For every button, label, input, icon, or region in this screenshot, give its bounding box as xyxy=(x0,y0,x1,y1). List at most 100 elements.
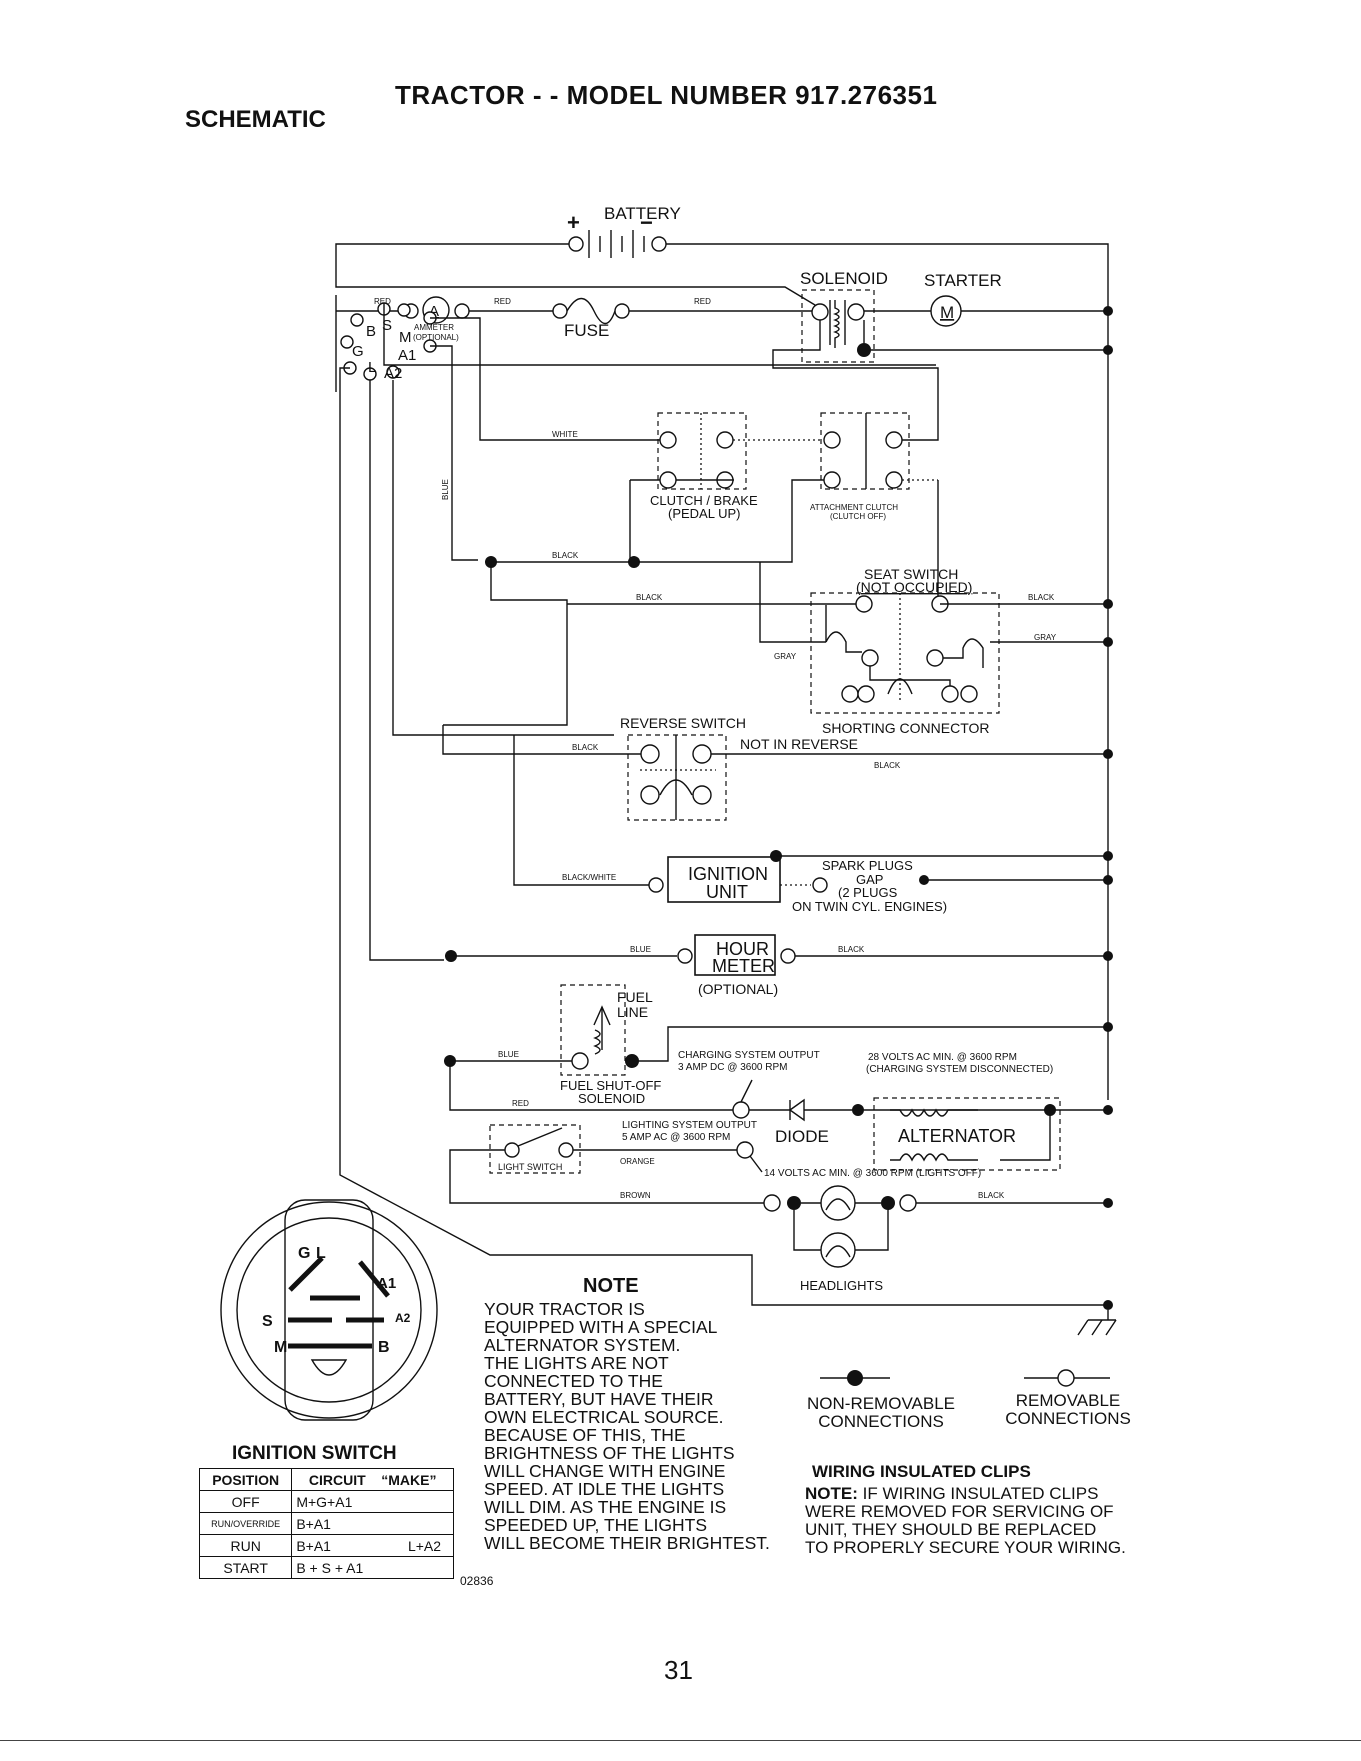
clutch-brake-label: CLUTCH / BRAKE xyxy=(650,493,758,508)
legend-line: CONNECTIONS xyxy=(818,1412,944,1431)
hour-meter-label-1: HOUR xyxy=(716,939,769,959)
volts14-label: 14 VOLTS AC MIN. @ 3600 RPM (LIGHTS OFF) xyxy=(764,1168,981,1179)
wire-gray-2: GRAY xyxy=(774,652,797,661)
row-position: RUN/OVERRIDE xyxy=(198,1512,293,1535)
row-circuit: M+G+A1 xyxy=(291,1490,397,1513)
note-line: YOUR TRACTOR IS xyxy=(484,1299,645,1319)
clips-note-label: NOTE: xyxy=(805,1484,858,1503)
face-a1: A1 xyxy=(377,1275,396,1292)
clutch-off-label: (CLUTCH OFF) xyxy=(830,512,886,521)
note-line: SPEED. AT IDLE THE LIGHTS xyxy=(484,1479,725,1499)
wire-black-2: BLACK xyxy=(636,593,663,602)
wire-brown: BROWN xyxy=(620,1191,651,1200)
legend-line: CONNECTIONS xyxy=(1005,1409,1131,1428)
twin-cyl-label: ON TWIN CYL. ENGINES) xyxy=(792,899,947,914)
note-line: BECAUSE OF THIS, THE xyxy=(484,1425,686,1445)
pedal-up-label: (PEDAL UP) xyxy=(668,506,740,521)
spark-plugs-label: SPARK PLUGS xyxy=(822,858,913,873)
note-line: WILL BECOME THEIR BRIGHTEST. xyxy=(484,1533,770,1553)
wire-blue-1: BLUE xyxy=(441,479,450,500)
wire-red-2: RED xyxy=(494,297,511,306)
row-make xyxy=(396,1512,455,1535)
term-m: M xyxy=(399,329,412,346)
row-circuit: B + S + A1 xyxy=(291,1556,397,1579)
wire-black-3: BLACK xyxy=(1028,593,1055,602)
note-line: CONNECTED TO THE xyxy=(484,1371,663,1391)
ammeter-label: AMMETER xyxy=(414,323,454,332)
headlights-label: HEADLIGHTS xyxy=(800,1278,883,1293)
note-body: YOUR TRACTOR IS EQUIPPED WITH A SPECIAL … xyxy=(484,1300,814,1552)
page-subtitle: SCHEMATIC xyxy=(185,106,326,133)
header-circuit-make: CIRCUIT “MAKE” xyxy=(291,1468,454,1491)
battery-label: BATTERY xyxy=(604,204,681,223)
note-line: WILL CHANGE WITH ENGINE xyxy=(484,1461,726,1481)
ignition-switch-title: IGNITION SWITCH xyxy=(232,1443,397,1464)
legend-line: REMOVABLE xyxy=(1015,1391,1121,1410)
face-l: L xyxy=(316,1245,326,1262)
clips-line: UNIT, THEY SHOULD BE REPLACED xyxy=(805,1520,1097,1539)
starter-m: M xyxy=(940,303,954,322)
diode-label: DIODE xyxy=(775,1127,829,1146)
fuel-solenoid-label-2: SOLENOID xyxy=(578,1091,645,1106)
clips-line: WERE REMOVED FOR SERVICING OF xyxy=(805,1502,1114,1521)
term-s: S xyxy=(382,317,392,334)
wire-gray-1: GRAY xyxy=(1034,633,1057,642)
headlight-1-icon xyxy=(820,1185,856,1221)
non-removable-connection-icon xyxy=(820,1370,890,1386)
headlight-2-icon xyxy=(820,1232,856,1268)
face-a2: A2 xyxy=(395,1311,411,1325)
wire-black-7: BLACK xyxy=(978,1191,1005,1200)
table-row: OFF M+G+A1 xyxy=(198,1490,455,1513)
table-row: START B + S + A1 xyxy=(198,1556,455,1579)
note-line: OWN ELECTRICAL SOURCE. xyxy=(484,1407,724,1427)
volts28-2: (CHARGING SYSTEM DISCONNECTED) xyxy=(866,1064,1053,1075)
clips-line: TO PROPERLY SECURE YOUR WIRING. xyxy=(805,1538,1126,1557)
charging-output-2: 3 AMP DC @ 3600 RPM xyxy=(678,1062,787,1073)
starter-label: STARTER xyxy=(924,271,1002,290)
light-switch-label: LIGHT SWITCH xyxy=(498,1162,562,1172)
lighting-output-2: 5 AMP AC @ 3600 RPM xyxy=(622,1132,730,1143)
removable-legend: REMOVABLE CONNECTIONS xyxy=(993,1392,1143,1428)
header-make: “MAKE” xyxy=(381,1471,437,1488)
fuel-solenoid-label-1: FUEL SHUT-OFF xyxy=(560,1078,661,1093)
not-occupied-label: (NOT OCCUPIED) xyxy=(856,579,972,595)
wire-red-1: RED xyxy=(374,297,391,306)
note-line: THE LIGHTS ARE NOT xyxy=(484,1353,669,1373)
note-title: NOTE xyxy=(583,1275,639,1297)
two-plugs-label: (2 PLUGS xyxy=(838,885,898,900)
fuel-line-label-2: LINE xyxy=(617,1004,648,1020)
header-position: POSITION xyxy=(198,1468,293,1491)
removable-connection-icon xyxy=(1024,1369,1110,1387)
solenoid-label: SOLENOID xyxy=(800,269,888,288)
ignition-switch-terminals: B S M G A1 L A2 xyxy=(340,302,437,382)
face-m: M xyxy=(274,1339,287,1356)
wire-orange: ORANGE xyxy=(620,1157,655,1166)
wire-black-4: BLACK xyxy=(572,743,599,752)
row-position: RUN xyxy=(198,1534,293,1557)
wire-black-6: BLACK xyxy=(838,945,865,954)
ignition-unit-label-2: UNIT xyxy=(706,882,748,902)
not-in-reverse-label: NOT IN REVERSE xyxy=(740,736,858,752)
note-line: BRIGHTNESS OF THE LIGHTS xyxy=(484,1443,735,1463)
row-make xyxy=(396,1490,455,1513)
ignition-switch-face-icon: G L A1 A2 S M B xyxy=(220,1199,438,1421)
wire-black-1: BLACK xyxy=(552,551,579,560)
fuel-line-label-1: FUEL xyxy=(617,989,653,1005)
clips-body: NOTE: IF WIRING INSULATED CLIPS WERE REM… xyxy=(805,1485,1185,1557)
fuse-label: FUSE xyxy=(564,321,609,340)
battery-minus: − xyxy=(640,210,653,235)
term-g: G xyxy=(352,343,364,360)
page-title: TRACTOR - - MODEL NUMBER 917.276351 xyxy=(395,80,938,110)
alternator-label: ALTERNATOR xyxy=(898,1126,1016,1146)
seat-switch-label: SEAT SWITCH xyxy=(864,566,958,582)
note-line: WILL DIM. AS THE ENGINE IS xyxy=(484,1497,727,1517)
ignition-unit-label-1: IGNITION xyxy=(688,864,768,884)
lighting-output-1: LIGHTING SYSTEM OUTPUT xyxy=(622,1120,757,1131)
ammeter-a: A xyxy=(429,303,439,320)
charging-output-1: CHARGING SYSTEM OUTPUT xyxy=(678,1050,820,1061)
volts28-1: 28 VOLTS AC MIN. @ 3600 RPM xyxy=(868,1052,1017,1063)
row-make xyxy=(396,1556,455,1579)
face-b: B xyxy=(378,1339,390,1356)
attachment-clutch-label: ATTACHMENT CLUTCH xyxy=(810,503,898,512)
